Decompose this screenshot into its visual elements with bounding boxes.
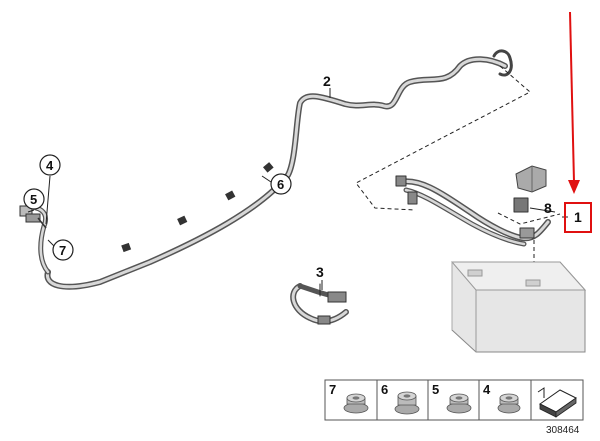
svg-text:4: 4 xyxy=(46,158,54,173)
svg-text:8: 8 xyxy=(544,200,552,216)
main-battery-cable xyxy=(33,49,513,290)
nut-hex-icon xyxy=(497,393,521,414)
ground-strap xyxy=(290,283,349,325)
callout-4: 4 xyxy=(39,154,61,176)
nut-flange-icon xyxy=(343,393,369,414)
svg-text:1: 1 xyxy=(574,209,582,225)
leader-lines xyxy=(27,88,568,290)
svg-text:3: 3 xyxy=(316,264,324,280)
svg-text:2: 2 xyxy=(323,73,331,89)
diagram-reference-number: 308464 xyxy=(546,425,580,436)
sheet-scale-icon xyxy=(537,387,577,418)
highlight-box xyxy=(564,202,592,233)
callout-1: 1 xyxy=(574,209,582,225)
nut-flange-icon xyxy=(446,393,472,414)
legend-item-4: 4 xyxy=(483,382,521,414)
callout-5: 5 xyxy=(23,188,45,210)
legend-item-5: 5 xyxy=(432,382,472,414)
hardware-legend: 7 6 5 xyxy=(324,379,584,421)
svg-text:4: 4 xyxy=(483,382,491,397)
positive-cable-assembly xyxy=(395,175,551,247)
callout-2: 2 xyxy=(323,73,331,89)
callout-3: 3 xyxy=(316,264,324,280)
callout-8: 8 xyxy=(544,200,552,216)
callout-7: 7 xyxy=(52,239,74,261)
svg-text:6: 6 xyxy=(277,177,284,192)
highlight-arrow xyxy=(568,11,580,194)
svg-text:7: 7 xyxy=(329,382,336,397)
callout-6: 6 xyxy=(270,173,292,195)
svg-text:7: 7 xyxy=(59,243,66,258)
battery xyxy=(450,261,587,353)
legend-item-7: 7 xyxy=(329,382,369,414)
nut-collar-icon xyxy=(394,391,420,415)
svg-text:5: 5 xyxy=(30,192,37,207)
terminal-cover xyxy=(515,165,547,193)
svg-text:6: 6 xyxy=(381,382,388,397)
svg-text:5: 5 xyxy=(432,382,439,397)
legend-item-6: 6 xyxy=(381,382,420,415)
